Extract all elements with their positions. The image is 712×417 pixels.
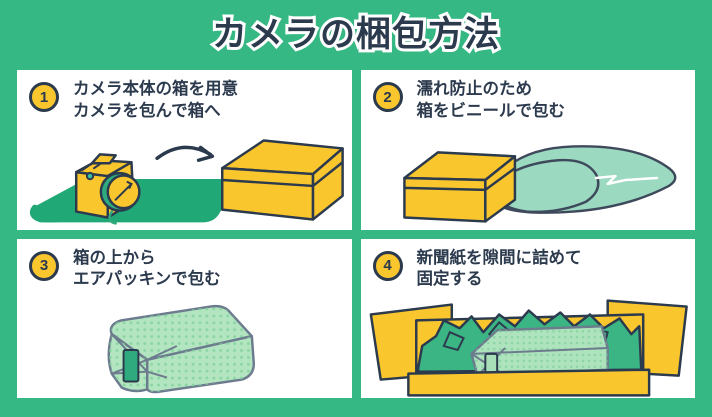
step-1-header: 1 カメラ本体の箱を用意 カメラを包んで箱へ — [17, 79, 352, 123]
step-panel-1: 1 カメラ本体の箱を用意 カメラを包んで箱へ — [17, 70, 352, 230]
steps-grid: 1 カメラ本体の箱を用意 カメラを包んで箱へ — [17, 70, 695, 398]
step-number-badge-4: 4 — [372, 250, 403, 281]
title-container: カメラの梱包方法 — [0, 8, 712, 60]
step-1-illustration — [17, 130, 352, 230]
step-3-illustration — [17, 298, 352, 398]
step-caption-1: カメラ本体の箱を用意 カメラを包んで箱へ — [73, 80, 238, 120]
step-3-header: 3 箱の上から エアパッキンで包む — [17, 248, 352, 292]
step-2-header: 2 濡れ防止のため 箱をビニールで包む — [361, 79, 696, 123]
page-title: カメラの梱包方法 — [209, 14, 502, 55]
step-4-header: 4 新聞紙を隙間に詰めて 固定する — [361, 248, 696, 292]
step-number-badge-2: 2 — [372, 82, 403, 112]
step-panel-4: 4 新聞紙を隙間に詰めて 固定する — [360, 238, 696, 398]
step-panel-3: 3 箱の上から エアパッキンで包む — [17, 238, 352, 398]
step-caption-3: 箱の上から エアパッキンで包む — [73, 248, 221, 289]
step-2-illustration — [361, 130, 696, 230]
step-caption-2: 濡れ防止のため 箱をビニールで包む — [416, 80, 566, 120]
step-panel-2: 2 濡れ防止のため 箱をビニールで包む — [360, 70, 696, 230]
step-number-badge-1: 1 — [29, 82, 59, 112]
step-caption-4: 新聞紙を隙間に詰めて 固定する — [416, 248, 582, 289]
step-4-illustration — [361, 298, 696, 398]
step-number-badge-3: 3 — [29, 250, 59, 281]
